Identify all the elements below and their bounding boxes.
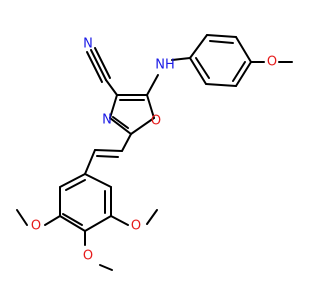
atom-nitrile-n: N: [83, 37, 93, 52]
bond-ar1-d1: [209, 40, 234, 44]
bond-vinyl: [94, 149, 123, 152]
bond-nitrile-3: [86, 51, 103, 83]
bond-ar2-3: [84, 215, 112, 232]
bond-vinyl-aryl: [84, 149, 96, 175]
bond-ar1-2: [206, 34, 237, 38]
bond-c4-cn: [105, 79, 118, 96]
bond-nitrile-1: [90, 49, 107, 81]
bond-c2-n-double: [112, 116, 129, 129]
bond-c2-vinyl: [121, 133, 132, 152]
atom-amine-nh: NH: [155, 58, 175, 73]
bond-ar1-3: [235, 36, 252, 63]
bond-nitrile-2: [94, 47, 111, 79]
bond-ar1-6: [189, 57, 207, 85]
bond-ar1-1: [189, 34, 208, 59]
bond-o-c2: [130, 117, 155, 135]
atom-methoxy-ring-left-o: O: [31, 219, 41, 234]
bonds: [16, 34, 293, 271]
bond-ar2-ome-right: [110, 215, 129, 226]
bond-ome-right-methyl: [146, 209, 158, 225]
bond-c2-n: [109, 117, 132, 135]
bond-ar2-1: [84, 173, 112, 188]
atom-ring-o: O: [151, 114, 161, 129]
atom-labels: N NH N O O O O O: [31, 37, 277, 264]
bond-ar2-ome-left: [44, 215, 61, 226]
bond-ar2-6: [59, 173, 86, 188]
bond-ar1-d3: [195, 57, 210, 79]
atom-methoxy-ring-bottom-o: O: [83, 249, 93, 264]
bond-ar2-4: [59, 215, 86, 232]
bond-ar2-d2: [62, 213, 83, 226]
atom-methoxy-right-o: O: [267, 55, 277, 70]
bond-ome-bottom-methyl: [99, 264, 113, 271]
atom-methoxy-ring-right-o: O: [131, 219, 141, 234]
bond-ar1-4: [235, 61, 252, 87]
bond-vinyl-double: [96, 155, 119, 158]
molecule-structure: N NH N O O O O O: [16, 34, 293, 271]
bond-ome-left-methyl: [16, 209, 28, 226]
bond-ar1-5: [205, 83, 237, 87]
bond-ar1-d2: [232, 61, 246, 82]
bond-ar2-d3: [65, 179, 86, 191]
bond-n-c4: [109, 94, 118, 119]
atom-ring-n: N: [102, 113, 112, 128]
bond-nh-aryl: [171, 57, 191, 61]
bond-c5-nh: [146, 74, 159, 96]
bond-c5-o: [146, 94, 155, 119]
